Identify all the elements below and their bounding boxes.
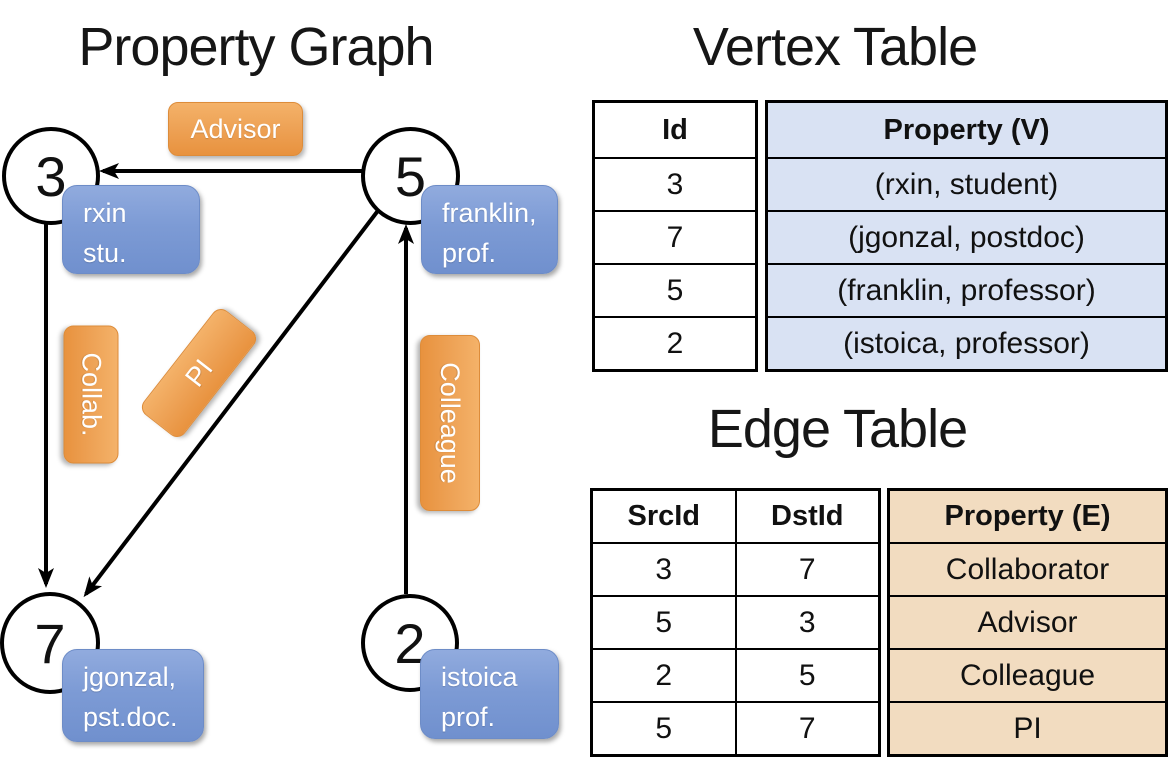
edge-property-cell: Collaborator [890, 544, 1165, 595]
edge-table-title: Edge Table [707, 399, 968, 459]
edge-dstid-cell: 7 [734, 544, 879, 595]
edge-label-collab-text: Collab. [76, 352, 107, 437]
table-row: 2 5 [593, 648, 878, 701]
vertex-id-cell: 2 [666, 326, 684, 360]
edge-table-dstid-header: DstId [734, 491, 879, 542]
edge-label-advisor: Advisor [168, 102, 303, 156]
edge-dstid-cell: 5 [734, 650, 879, 701]
node-3-property-line2: stu. [83, 238, 127, 268]
node-3-id: 3 [35, 144, 67, 208]
node-7-property-box: jgonzal, pst.doc. [62, 649, 204, 742]
vertex-id-cell: 7 [666, 220, 684, 254]
edge-dstid-cell: 7 [734, 703, 879, 754]
table-row: 3 7 [593, 542, 878, 595]
edge-label-colleague-text: Colleague [435, 362, 466, 484]
vertex-property-cell: (franklin, professor) [768, 265, 1165, 316]
table-row: 5 [595, 263, 755, 316]
vertex-table-property-header: Property (V) [768, 103, 1165, 157]
vertex-property-cell: (jgonzal, postdoc) [768, 212, 1165, 263]
table-row: 7 [595, 210, 755, 263]
table-row: (franklin, professor) [768, 263, 1165, 316]
node-2-property-box: istoica prof. [420, 649, 559, 739]
node-2: 2 [361, 594, 459, 692]
edge-label-pi-text: PI [178, 353, 219, 392]
vertex-table-id-header: Id [662, 113, 688, 146]
vertex-table-id-column: Id 3 7 5 2 [592, 100, 758, 372]
edge-label-collab: Collab. [63, 325, 119, 464]
node-2-property-line2: prof. [441, 702, 496, 732]
node-5-property-box: franklin, prof. [421, 185, 558, 274]
vertex-id-cell: 3 [666, 167, 684, 201]
edge-table-id-columns: SrcId DstId 3 7 5 3 2 5 5 7 [590, 488, 881, 757]
edge-table-srcid-header: SrcId [627, 500, 701, 532]
table-row: 5 7 [593, 701, 878, 754]
edge-property-cell: Colleague [890, 650, 1165, 701]
node-3-property-line1: rxin [83, 198, 127, 228]
edge-dstid-cell: 3 [734, 597, 879, 648]
edge-label-colleague: Colleague [420, 335, 480, 511]
table-row: Colleague [890, 648, 1165, 701]
table-row: 2 [595, 316, 755, 369]
node-2-property-line1: istoica [441, 662, 518, 692]
graph-edges-layer [38, 163, 414, 598]
edge-srcid-cell: 2 [655, 658, 673, 692]
vertex-property-cell: (rxin, student) [768, 159, 1165, 210]
edge-srcid-cell: 3 [655, 552, 673, 586]
edge-table-property-column: Property (E) Collaborator Advisor Collea… [887, 488, 1168, 757]
node-7-id: 7 [34, 611, 66, 675]
edge-pi-5-to-7 [83, 206, 382, 598]
node-7-property-line2: pst.doc. [83, 702, 178, 732]
table-row: Collaborator [890, 542, 1165, 595]
edge-table-property-header: Property (E) [890, 491, 1165, 542]
node-5: 5 [361, 127, 460, 225]
edge-srcid-cell: 5 [655, 605, 673, 639]
table-row: 3 [595, 157, 755, 210]
table-row: (istoica, professor) [768, 316, 1165, 369]
table-row: Advisor [890, 595, 1165, 648]
node-5-property-line2: prof. [442, 238, 497, 268]
node-5-property-line1: franklin, [442, 198, 537, 228]
vertex-id-cell: 5 [666, 273, 684, 307]
edge-property-cell: Advisor [890, 597, 1165, 648]
node-3-property-box: rxin stu. [62, 185, 200, 274]
table-row: 5 3 [593, 595, 878, 648]
vertex-table-property-column: Property (V) (rxin, student) (jgonzal, p… [765, 100, 1168, 372]
node-5-id: 5 [394, 144, 427, 208]
table-row: (rxin, student) [768, 157, 1165, 210]
table-row: PI [890, 701, 1165, 754]
edge-srcid-cell: 5 [655, 711, 673, 745]
vertex-table-title: Vertex Table [692, 17, 978, 77]
property-graph-title: Property Graph [78, 17, 434, 77]
vertex-property-cell: (istoica, professor) [768, 318, 1165, 369]
edge-property-cell: PI [890, 703, 1165, 754]
table-row: (jgonzal, postdoc) [768, 210, 1165, 263]
edge-label-advisor-text: Advisor [190, 113, 281, 144]
node-7-property-line1: jgonzal, [83, 662, 177, 692]
